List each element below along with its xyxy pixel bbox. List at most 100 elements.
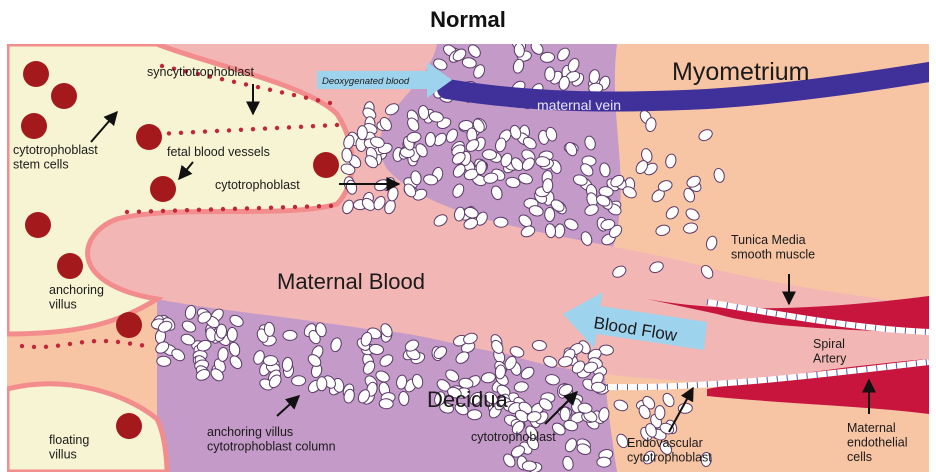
syncytio-nucleus (251, 127, 255, 131)
syncytio-nucleus (191, 130, 195, 134)
syncytio-nucleus (44, 345, 48, 349)
fetal-vessel (116, 312, 142, 338)
cell (544, 67, 555, 82)
syncytio-nucleus (179, 131, 183, 135)
endovascular-label: Endovascularcytotrophoblast (627, 436, 712, 465)
syncytio-nucleus (221, 207, 225, 211)
syncytio-nucleus (125, 210, 129, 214)
fetal-vessel (25, 212, 51, 238)
syncytio-nucleus (56, 343, 60, 347)
syncytio-nucleus (20, 344, 24, 348)
cell (560, 407, 570, 421)
syncytio-nucleus (233, 207, 237, 211)
cell (216, 324, 226, 338)
syncytio-nucleus (104, 339, 108, 343)
syncytio-nucleus (263, 126, 267, 130)
maternal-blood-label: Maternal Blood (277, 269, 425, 294)
syncytio-nucleus (173, 208, 177, 212)
syncytio-nucleus (215, 129, 219, 133)
cell (283, 330, 297, 340)
syncytio-nucleus (140, 343, 144, 347)
syncytio-nucleus (244, 82, 248, 86)
cell (597, 457, 611, 467)
cell (291, 375, 306, 386)
syncytio-nucleus (335, 123, 339, 127)
fetal-vessel (21, 113, 47, 139)
fetal-vessels-label: fetal blood vessels (167, 145, 270, 159)
fetal-vessel (23, 61, 49, 87)
cytotrophoblast-top-label: cytotrophoblast (215, 178, 300, 192)
syncytio-nucleus (80, 340, 84, 344)
syncytio-nucleus (329, 204, 333, 208)
syncytio-nucleus (305, 204, 309, 208)
cell (540, 52, 555, 63)
syncytio-nucleus (257, 206, 261, 210)
tunica-media-label-text: Tunica Mediasmooth muscle (731, 233, 815, 262)
syncytio-nucleus (239, 128, 243, 132)
fetal-vessel (57, 253, 83, 279)
cell (357, 126, 367, 140)
fetal-vessel (136, 124, 162, 150)
cell (545, 208, 555, 222)
syncytio-nucleus (275, 126, 279, 130)
syncytio-nucleus (245, 206, 249, 210)
syncytio-nucleus (317, 204, 321, 208)
cell (317, 377, 327, 391)
syncytio-nucleus (256, 85, 260, 89)
cell (264, 322, 275, 337)
syncytio-nucleus (137, 209, 141, 213)
fetal-vessel (313, 152, 339, 178)
cell (379, 398, 394, 409)
syncytio-nucleus (209, 207, 213, 211)
syncytio-nucleus (167, 131, 171, 135)
syncytio-nucleus (149, 209, 153, 213)
syncytio-nucleus (293, 205, 297, 209)
syncytio-nucleus (280, 90, 284, 94)
syncytio-nucleus (287, 125, 291, 129)
syncytio-nucleus (292, 93, 296, 97)
syncytio-nucleus (232, 80, 236, 84)
syncytio-nucleus (227, 128, 231, 132)
cytotrophoblast-bottom-label: cytotrophoblast (471, 430, 556, 444)
endovascular-label-text: Endovascularcytotrophoblast (627, 436, 712, 465)
syncytio-nucleus (32, 345, 36, 349)
spiral-artery-label-text: SpiralArtery (813, 337, 847, 366)
syncytio-nucleus (268, 88, 272, 92)
syncytio-nucleus (68, 342, 72, 346)
syncytio-nucleus (328, 101, 332, 105)
cell (263, 355, 277, 365)
fetal-vessel (51, 83, 77, 109)
fetal-vessel (116, 413, 142, 439)
cell (156, 356, 171, 367)
syncytio-nucleus (161, 209, 165, 213)
syncytio-nucleus (116, 340, 120, 344)
diagram-title: Normal (0, 0, 936, 40)
deoxygenated-label: Deoxygenated blood (322, 76, 410, 87)
syncytio-nucleus (281, 205, 285, 209)
syncytio-nucleus (128, 341, 132, 345)
decidua-label: Decidua (427, 387, 508, 412)
cell (655, 405, 665, 419)
fetal-vessel (150, 176, 176, 202)
spiral-artery-label: SpiralArtery (813, 337, 847, 366)
syncytio-nucleus (316, 98, 320, 102)
syncytio-nucleus (185, 208, 189, 212)
syncytio-nucleus (311, 124, 315, 128)
syncytio-nucleus (304, 95, 308, 99)
syncytio-nucleus (323, 123, 327, 127)
maternal-vein-label: maternal vein (537, 97, 621, 113)
syncytio-nucleus (269, 205, 273, 209)
placenta-diagram: maternal vein Deoxygenated blood Blood F… (7, 44, 929, 472)
syncytio-nucleus (203, 129, 207, 133)
syncytio-nucleus (299, 125, 303, 129)
cell (591, 382, 606, 393)
tunica-media-label: Tunica Mediasmooth muscle (731, 233, 815, 262)
syncytiotrophoblast-label: syncytiotrophoblast (147, 65, 255, 79)
syncytio-nucleus (92, 339, 96, 343)
syncytio-nucleus (197, 208, 201, 212)
cell (522, 461, 536, 471)
cell (482, 149, 497, 160)
cell (425, 132, 436, 147)
cell (227, 327, 237, 341)
cell (494, 217, 509, 228)
